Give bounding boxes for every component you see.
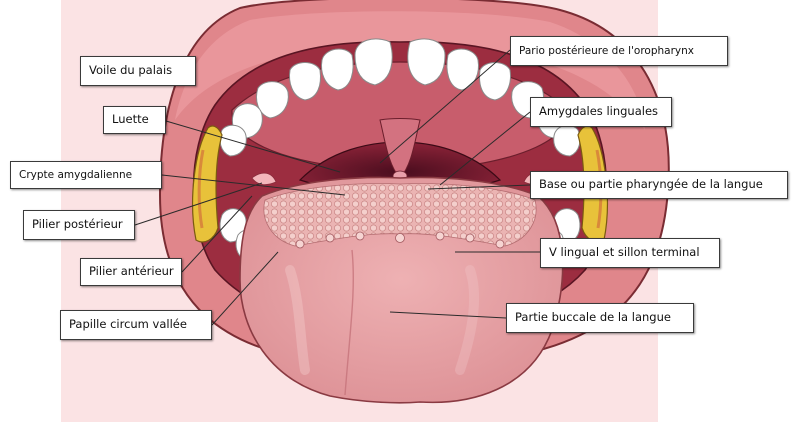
label-voile-du-palais: Voile du palais xyxy=(80,56,196,86)
leader-pilier-anterieur xyxy=(181,195,253,273)
label-paroi-posterieure-oropharynx: Pario postérieure de l'oropharynx xyxy=(510,36,728,66)
uvula xyxy=(379,118,421,179)
label-base-langue: Base ou partie pharyngée de la langue xyxy=(530,171,788,199)
median-sulcus xyxy=(344,249,355,396)
label-papille-circum-vallee: Papille circum vallée xyxy=(60,310,212,340)
leader-luette xyxy=(165,120,341,173)
leader-oropharynx xyxy=(379,49,511,164)
label-crypte-amygdalienne: Crypte amygdalienne xyxy=(10,161,162,189)
leader-base-langue xyxy=(427,184,531,190)
leader-pilier-posterieur xyxy=(134,182,263,226)
label-amygdales-linguales: Amygdales linguales xyxy=(530,97,672,127)
leader-papille xyxy=(211,251,279,326)
label-luette: Luette xyxy=(103,106,166,134)
label-pilier-posterieur: Pilier postérieur xyxy=(23,210,135,240)
leader-crypte xyxy=(161,174,346,196)
label-pilier-anterieur: Pilier antérieur xyxy=(80,258,182,286)
tongue-group xyxy=(239,176,564,404)
label-partie-buccale: Partie buccale de la langue xyxy=(506,303,694,333)
upper-teeth xyxy=(219,38,581,157)
leader-amygdales-linguales xyxy=(439,111,531,186)
vallate-papillae xyxy=(295,231,505,249)
label-v-lingual: V lingual et sillon terminal xyxy=(540,238,720,268)
leader-lines xyxy=(134,49,540,326)
leader-partie-buccale xyxy=(389,311,507,319)
